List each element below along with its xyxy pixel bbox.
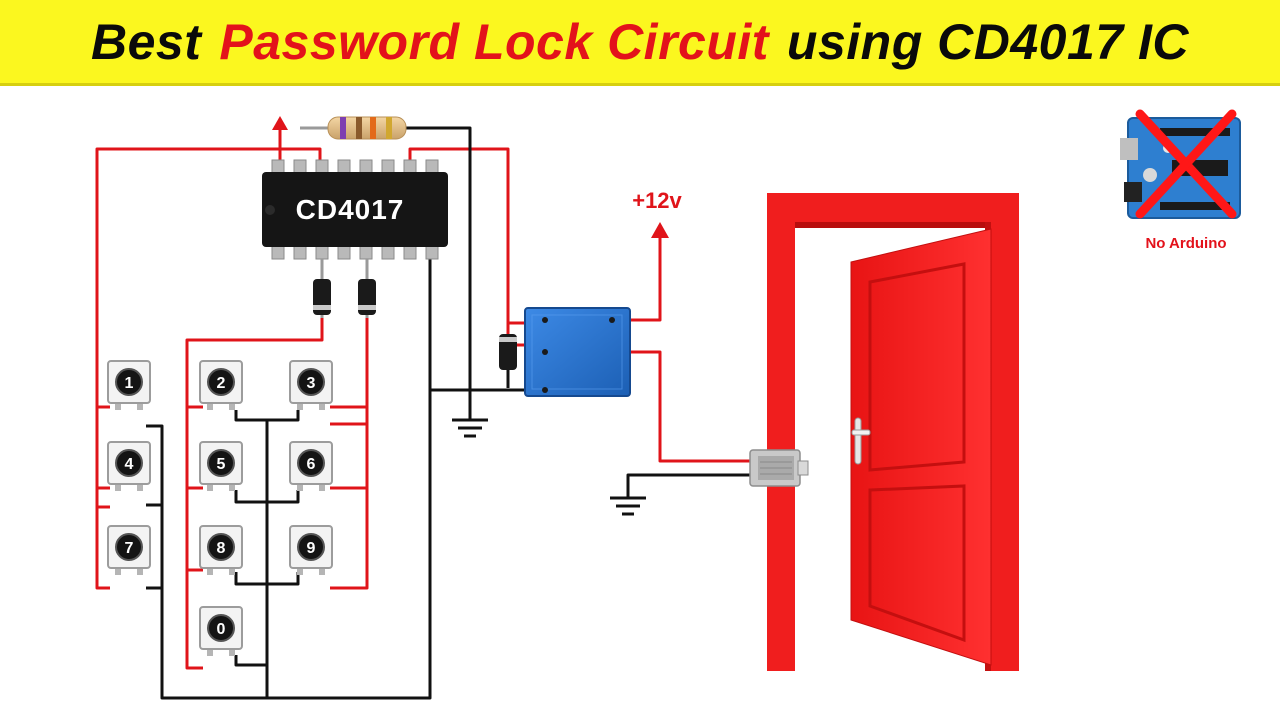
key-label: 7	[125, 540, 134, 557]
key-label: 1	[125, 375, 134, 392]
power-arrow-12v	[651, 222, 669, 238]
solenoid-lock-icon	[749, 449, 809, 487]
key-label: 6	[307, 456, 316, 473]
relay-icon	[524, 307, 631, 397]
cross-icon	[1135, 109, 1237, 219]
key-label: 9	[307, 540, 316, 557]
page-title: Best Password Lock Circuit using CD4017 …	[0, 0, 1280, 86]
diode-icon	[499, 334, 517, 370]
title-part-best: Best	[91, 13, 202, 70]
push-button-icon: 4	[107, 441, 151, 491]
door-icon	[767, 193, 1019, 671]
push-button-icon: 1	[107, 360, 151, 410]
push-button-icon: 6	[289, 441, 333, 491]
cd4017-ic: CD4017	[262, 159, 448, 260]
ground-icon	[452, 418, 488, 438]
power-label: +12v	[632, 188, 682, 213]
key-label: 2	[217, 375, 226, 392]
key-label: 3	[307, 375, 316, 392]
key-label: 5	[217, 456, 226, 473]
title-part-highlight: Password Lock Circuit	[219, 13, 769, 70]
ground-icon	[610, 496, 646, 516]
keypad: 1 2 3 4 5 6 7 8 9 0	[107, 360, 333, 656]
power-arrow-ic	[272, 116, 288, 130]
red-wires	[95, 130, 750, 670]
key-label: 4	[125, 456, 134, 473]
push-button-icon: 9	[289, 525, 333, 575]
push-button-icon: 0	[199, 606, 243, 656]
diode-icon	[358, 259, 376, 318]
black-wires	[146, 126, 752, 700]
diode-icon	[313, 259, 331, 318]
resistor-icon	[300, 116, 407, 140]
key-label: 0	[217, 621, 226, 638]
ic-label: CD4017	[296, 194, 405, 225]
push-button-icon: 7	[107, 525, 151, 575]
push-button-icon: 8	[199, 525, 243, 575]
no-arduino-label: No Arduino	[1145, 235, 1226, 252]
key-label: 8	[217, 540, 226, 557]
push-button-icon: 5	[199, 441, 243, 491]
push-button-icon: 3	[289, 360, 333, 410]
circuit-diagram: +12v	[95, 109, 1241, 700]
wires	[95, 126, 752, 700]
title-part-ic: using CD4017 IC	[786, 13, 1189, 70]
no-arduino-badge: No Arduino	[1120, 109, 1241, 252]
push-button-icon: 2	[199, 360, 243, 410]
